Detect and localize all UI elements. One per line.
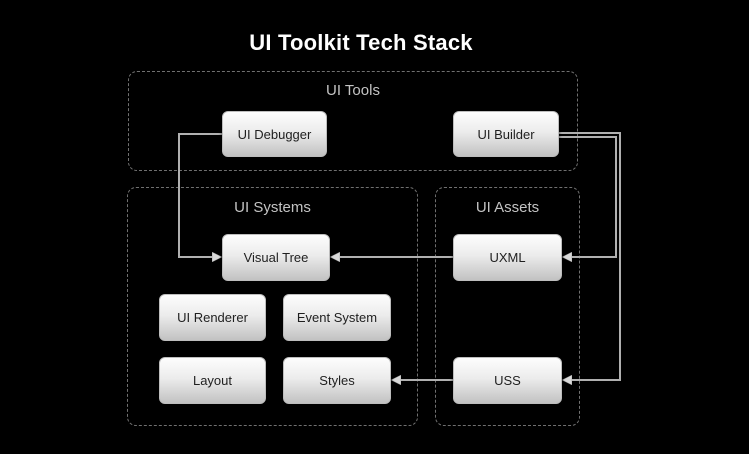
- node-styles: Styles: [283, 357, 391, 404]
- page-title: UI Toolkit Tech Stack: [249, 30, 473, 55]
- node-event-system: Event System: [283, 294, 391, 341]
- group-ui-tools: [128, 71, 578, 171]
- node-uxml: UXML: [453, 234, 562, 281]
- node-ui-renderer: UI Renderer: [159, 294, 266, 341]
- group-label-ui-systems: UI Systems: [234, 199, 311, 216]
- node-layout: Layout: [159, 357, 266, 404]
- node-uss: USS: [453, 357, 562, 404]
- group-label-ui-assets: UI Assets: [475, 199, 540, 216]
- node-visual-tree: Visual Tree: [222, 234, 330, 281]
- node-ui-debugger: UI Debugger: [222, 111, 327, 157]
- node-ui-builder: UI Builder: [453, 111, 559, 157]
- group-label-ui-tools: UI Tools: [326, 82, 380, 99]
- group-ui-systems: [127, 187, 418, 426]
